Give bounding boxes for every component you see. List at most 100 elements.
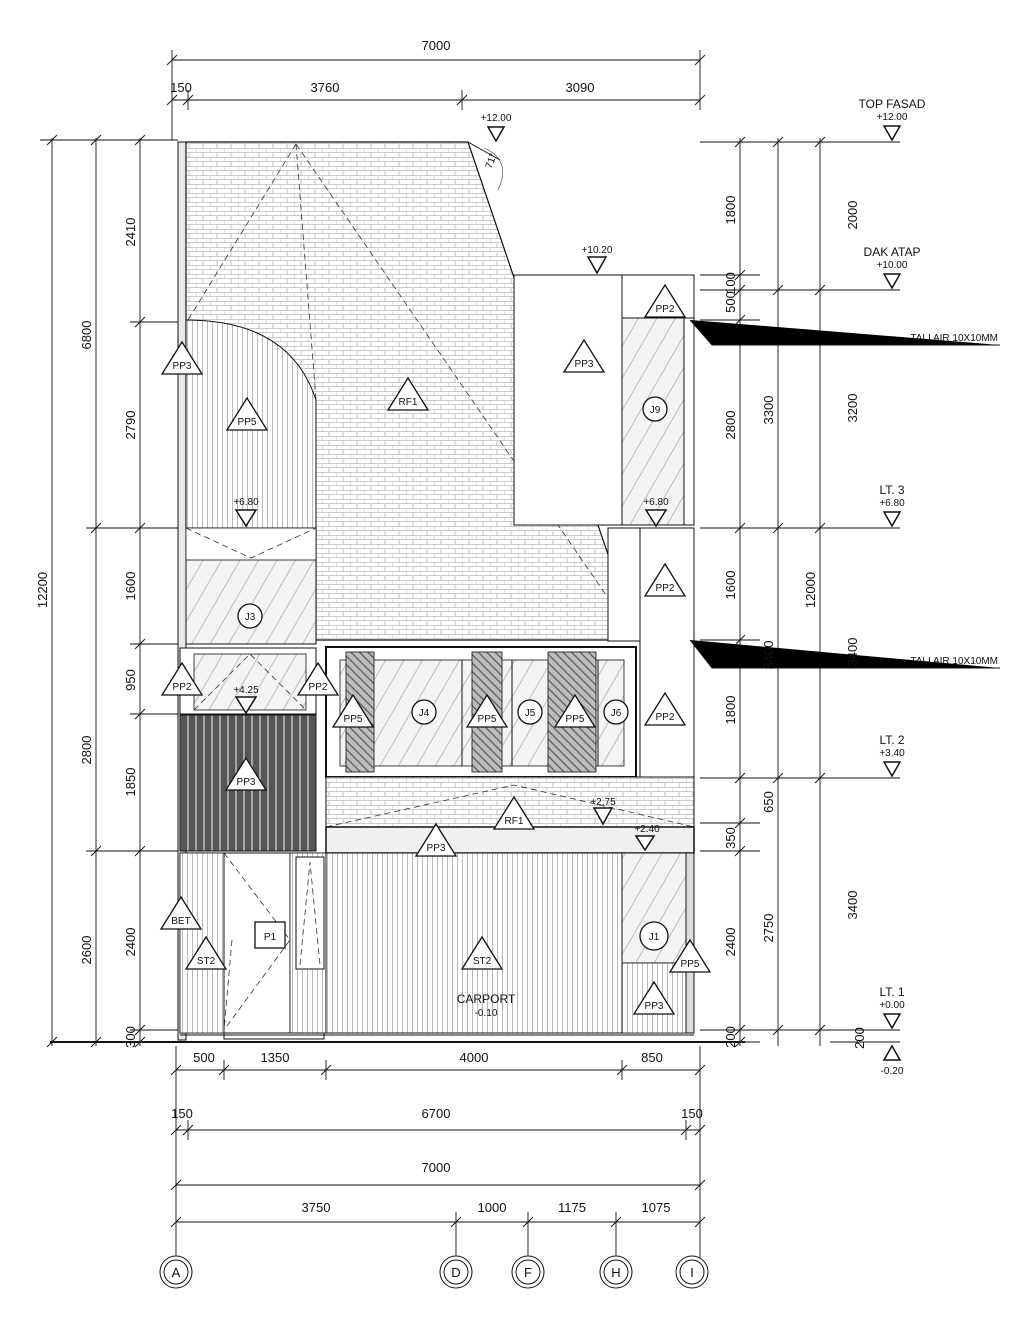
level-lt3-value: +6.80 xyxy=(879,498,905,509)
dim-3090: 3090 xyxy=(566,80,595,95)
level-lt2: LT. 2 xyxy=(879,733,904,747)
dim-2600: 2600 xyxy=(79,936,94,965)
grid-label-d: D xyxy=(451,1265,460,1280)
note-tali-air-lower: TALI AIR 10X10MM xyxy=(910,656,998,667)
dim-500-bottom: 500 xyxy=(193,1050,215,1065)
level-markers xyxy=(234,125,902,1061)
note-tali-air-upper: TALI AIR 10X10MM xyxy=(910,333,998,344)
dim-12000: 12000 xyxy=(803,572,818,608)
dim-2400-left: 2400 xyxy=(123,928,138,957)
mark-2-75: +2.75 xyxy=(590,797,616,808)
dim-2800-left: 2800 xyxy=(79,736,94,765)
dim-1600-left: 1600 xyxy=(123,572,138,601)
mark-2-40: +2.40 xyxy=(634,824,660,835)
dim-1800-lower: 1800 xyxy=(723,696,738,725)
level-ground-value: -0.20 xyxy=(881,1066,904,1077)
tag-rf1-roof: RF1 xyxy=(399,397,418,408)
left-dimension-labels: 12200 6800 2800 2600 2410 2790 1600 950 … xyxy=(35,218,138,1048)
dim-2790: 2790 xyxy=(123,411,138,440)
tag-pp2-left: PP2 xyxy=(173,682,192,693)
right-dimension-labels: 1800 100 500 2800 3300 1600 3400 1800 65… xyxy=(723,196,867,1049)
level-lt2-value: +3.40 xyxy=(879,748,905,759)
dim-2410: 2410 xyxy=(123,218,138,247)
dim-850: 850 xyxy=(641,1050,663,1065)
tag-pp5-arch: PP5 xyxy=(238,417,257,428)
grid-axis-labels: A D F H I xyxy=(172,1265,694,1280)
tag-j9: J9 xyxy=(650,405,661,416)
tag-pp2-mid-right: PP2 xyxy=(656,583,675,594)
tag-pp2-lower-right: PP2 xyxy=(656,712,675,723)
tag-st2-carport: ST2 xyxy=(473,956,492,967)
grid-label-h: H xyxy=(611,1265,620,1280)
mark-12-00: +12.00 xyxy=(481,113,512,124)
level-lt1-value: +0.00 xyxy=(879,1000,905,1011)
dim-2750: 2750 xyxy=(761,914,776,943)
tag-st2-left: ST2 xyxy=(197,956,216,967)
mark-6-80-left: +6.80 xyxy=(233,497,259,508)
dim-1600-right: 1600 xyxy=(723,571,738,600)
dim-6800: 6800 xyxy=(79,321,94,350)
mark-10-20: +10.20 xyxy=(582,245,613,256)
callout-tag-labels: PP3 PP5 RF1 PP3 PP2 J9 J3 PP2 PP2 PP2 PP… xyxy=(171,304,700,1012)
dim-1350: 1350 xyxy=(261,1050,290,1065)
dim-200-b: 200 xyxy=(852,1027,867,1049)
tag-pp3-ground: PP3 xyxy=(645,1001,664,1012)
tag-pp3-canopy: PP3 xyxy=(427,843,446,854)
tag-pp5-band-3: PP5 xyxy=(566,714,585,725)
elevation-mark-labels: +12.00 +10.20 +6.80 +6.80 +4.25 +2.75 +2… xyxy=(233,113,669,1019)
dimension-lines xyxy=(40,50,1000,1260)
dim-150-bottom-right: 150 xyxy=(681,1106,703,1121)
level-dak-atap-value: +10.00 xyxy=(877,260,908,271)
tag-pp3-upper-left: PP3 xyxy=(173,361,192,372)
tag-bet: BET xyxy=(171,916,190,927)
dim-950: 950 xyxy=(123,669,138,691)
callout-shapes xyxy=(159,283,712,1015)
dim-150-bottom-left: 150 xyxy=(171,1106,193,1121)
mark-4-25: +4.25 xyxy=(233,685,259,696)
dim-3200: 3200 xyxy=(845,394,860,423)
dim-3400-b: 3400 xyxy=(845,638,860,667)
dim-7000-bottom: 7000 xyxy=(422,1160,451,1175)
dim-overall-top: 7000 xyxy=(422,38,451,53)
label-carport: CARPORT xyxy=(457,992,516,1006)
dim-3300: 3300 xyxy=(761,396,776,425)
dim-1075: 1075 xyxy=(642,1200,671,1215)
dim-2000: 2000 xyxy=(845,201,860,230)
dim-3750: 3750 xyxy=(302,1200,331,1215)
dim-200-a: 200 xyxy=(723,1026,738,1048)
tag-rf1-lower: RF1 xyxy=(505,816,524,827)
dim-2800-right: 2800 xyxy=(723,411,738,440)
tag-pp5-band-2: PP5 xyxy=(478,714,497,725)
tag-p1: P1 xyxy=(264,932,277,943)
building-outline xyxy=(50,141,745,1043)
grid-label-f: F xyxy=(524,1265,532,1280)
tag-j4: J4 xyxy=(419,708,430,719)
dim-100: 100 xyxy=(723,272,738,294)
tag-j3: J3 xyxy=(245,612,256,623)
dim-650: 650 xyxy=(761,791,776,813)
dim-1000: 1000 xyxy=(478,1200,507,1215)
dim-2400-right: 2400 xyxy=(723,928,738,957)
dim-300: 300 xyxy=(123,1026,138,1048)
level-labels: TOP FASAD +12.00 DAK ATAP +10.00 LT. 3 +… xyxy=(859,97,998,1077)
dim-350: 350 xyxy=(723,827,738,849)
tag-pp5-ground: PP5 xyxy=(681,959,700,970)
dim-3400-mid: 3400 xyxy=(761,641,776,670)
level-top-fasad-value: +12.00 xyxy=(877,112,908,123)
roof-angle-label: 71° xyxy=(484,152,500,170)
dim-150-top: 150 xyxy=(170,80,192,95)
dim-1175: 1175 xyxy=(558,1200,586,1215)
mark-6-80-right: +6.80 xyxy=(643,497,669,508)
dim-500: 500 xyxy=(723,291,738,313)
tag-pp3-cladding: PP3 xyxy=(237,777,256,788)
tag-j1: J1 xyxy=(649,932,660,943)
dim-12200: 12200 xyxy=(35,572,50,608)
level-top-fasad: TOP FASAD xyxy=(859,97,926,111)
tag-j5: J5 xyxy=(525,708,536,719)
bottom-dimension-labels: 500 1350 4000 850 150 6700 150 7000 3750… xyxy=(171,1050,703,1215)
grid-axes xyxy=(159,1255,709,1289)
top-dimension-labels: 7000 150 3760 3090 xyxy=(170,38,594,95)
grid-label-a: A xyxy=(172,1265,181,1280)
dim-6700: 6700 xyxy=(422,1106,451,1121)
